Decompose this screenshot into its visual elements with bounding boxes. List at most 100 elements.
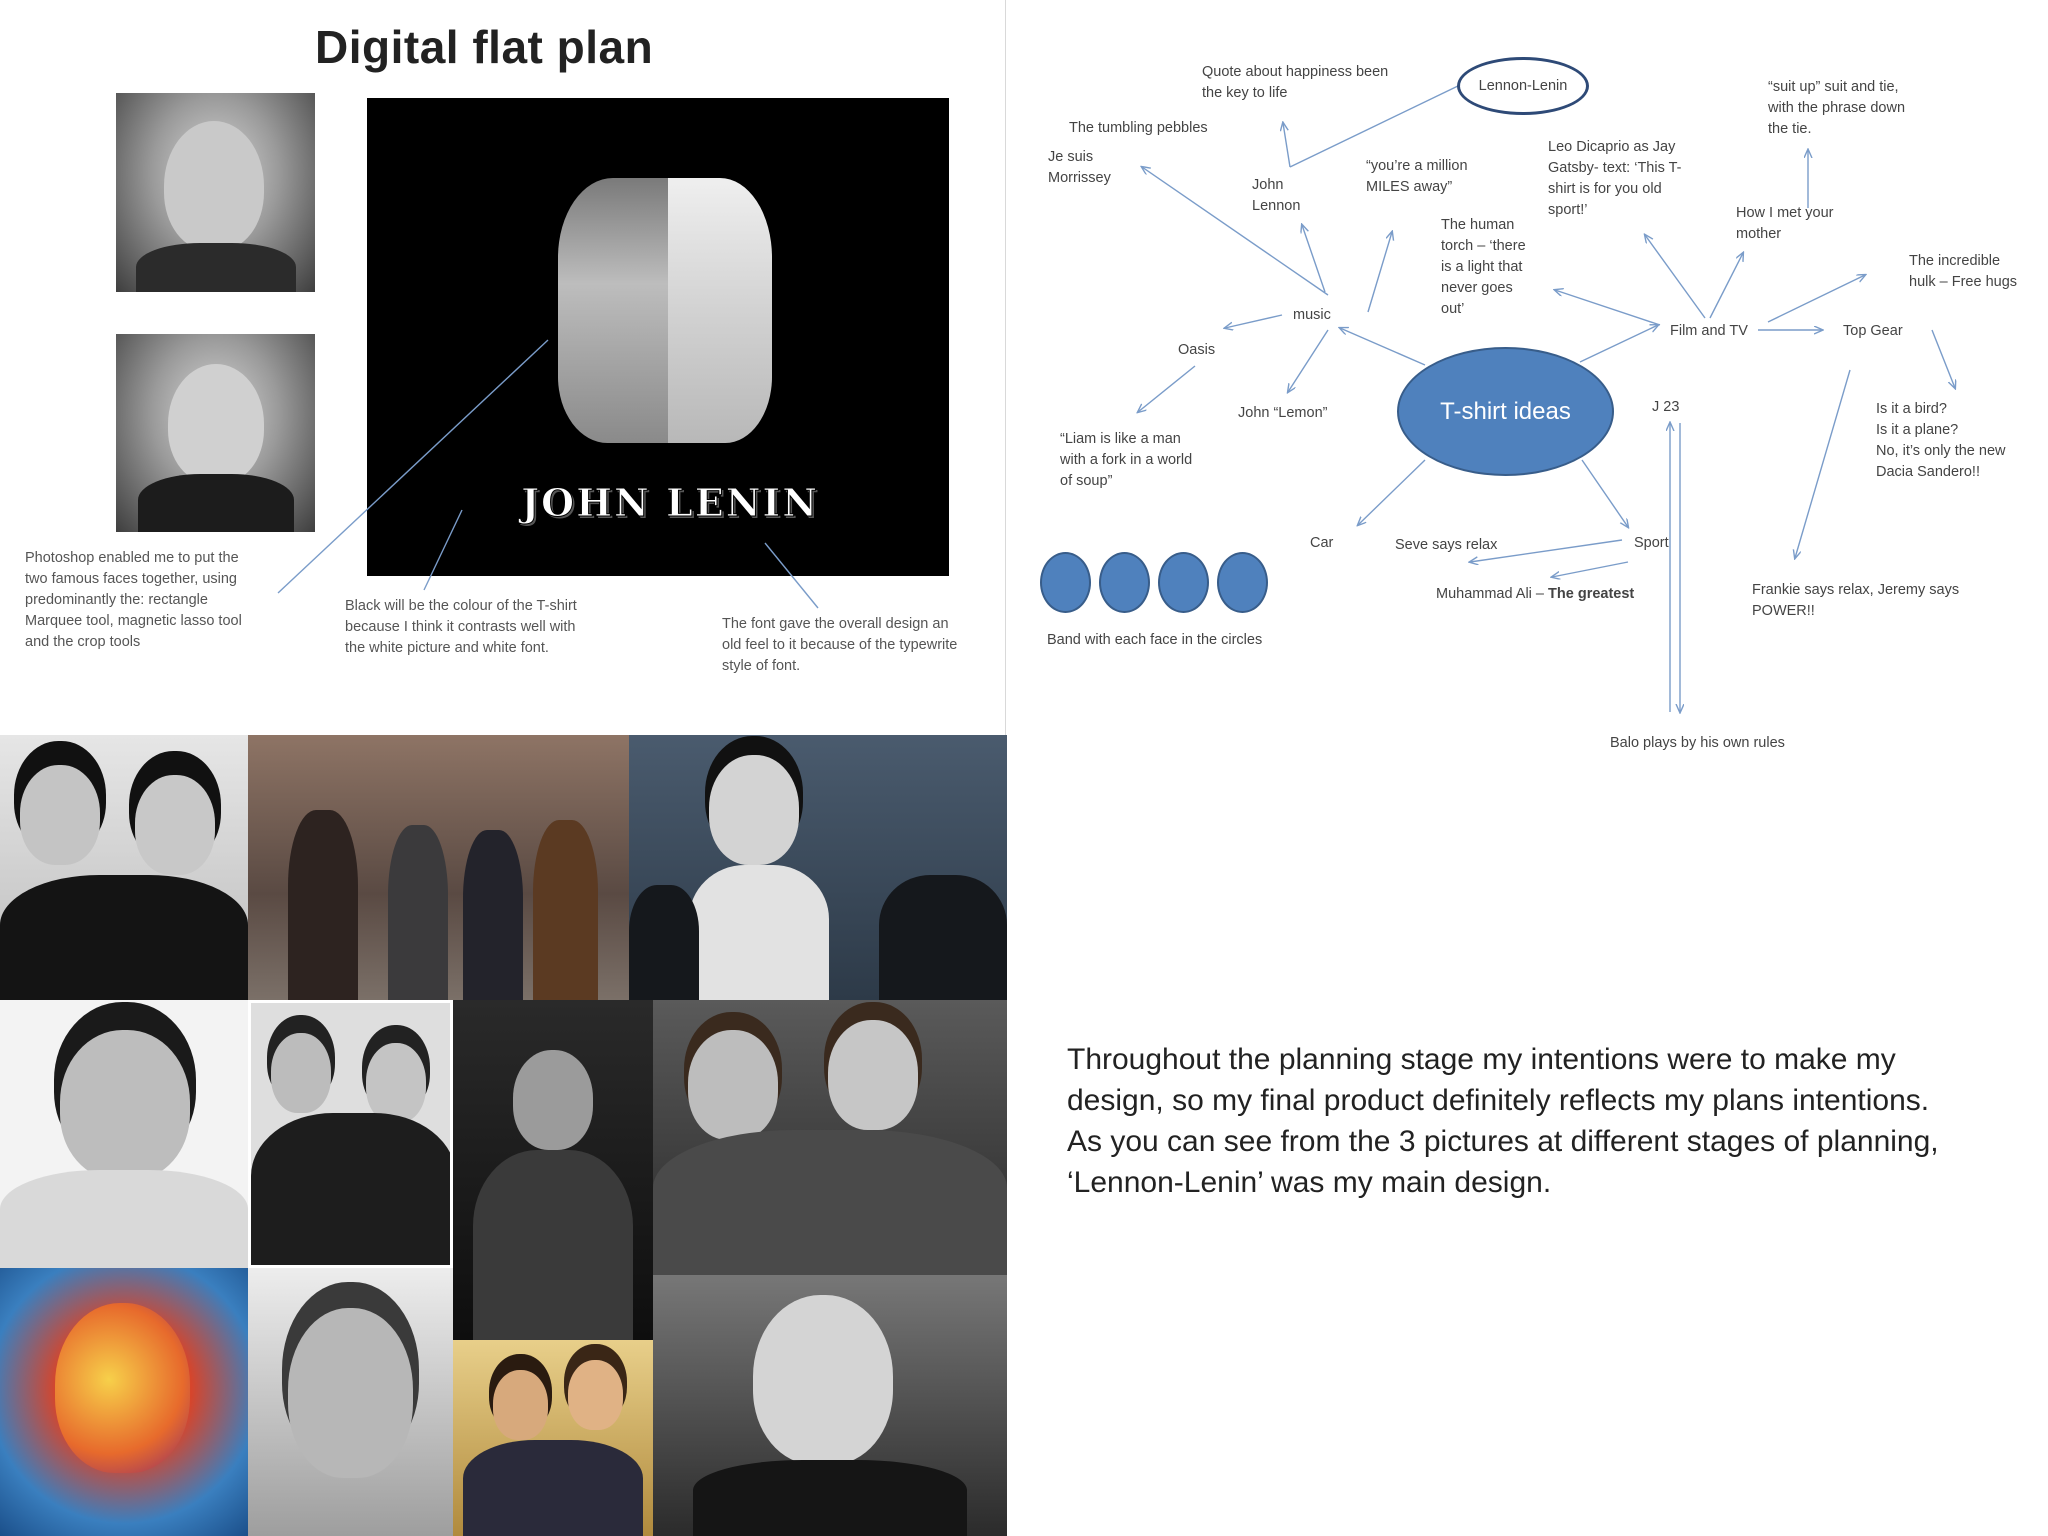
mindmap-node: The human torch – ‘there is a light that… — [1441, 215, 1526, 320]
mindmap-node: Seve says relax — [1395, 537, 1498, 553]
node-line: of soup” — [1060, 473, 1113, 489]
collage-photo — [453, 1000, 653, 1340]
node-line: The incredible — [1909, 253, 2001, 269]
node-text-bold: The greatest — [1548, 586, 1635, 602]
mindmap-node: Top Gear — [1843, 323, 1903, 339]
black-colour-note: Black will be the colour of the T-shirt … — [345, 596, 605, 659]
mindmap-arrow — [1645, 235, 1706, 319]
node-line: Morrissey — [1048, 170, 1111, 186]
note-line: and the crop tools — [25, 634, 141, 650]
mindmap-node: “Liam is like a man with a fork in a wor… — [1060, 429, 1192, 492]
collage-photo — [248, 1000, 453, 1268]
band-face-circle — [1158, 552, 1209, 613]
node-line: Is it a plane? — [1876, 422, 1959, 438]
mindmap-arrow — [1138, 365, 1196, 412]
lennon-portrait-photo — [116, 93, 315, 292]
lenin-half-face — [668, 178, 772, 443]
node-line: No, it’s only the new — [1876, 443, 2006, 459]
mindmap-arrow — [1767, 275, 1865, 323]
mindmap-node: “suit up” suit and tie, with the phrase … — [1768, 77, 1905, 140]
mindmap-arrow — [1795, 369, 1851, 558]
collage-photo — [653, 1275, 1007, 1536]
mindmap-arrow — [1358, 459, 1426, 525]
note-line: old feel to it because of the typewrite — [722, 637, 958, 653]
mindmap-node: The incredible hulk – Free hugs — [1909, 251, 2017, 293]
band-face-circle — [1040, 552, 1091, 613]
band-face-circle — [1217, 552, 1268, 613]
mindmap-arrow — [1367, 232, 1392, 313]
mindmap-node: Muhammad Ali – The greatest — [1436, 584, 1634, 605]
note-line: two famous faces together, using — [25, 571, 237, 587]
lenin-portrait-photo — [116, 334, 315, 532]
mindmap-node: John “Lemon” — [1238, 405, 1328, 421]
mindmap-arrow — [1225, 314, 1283, 328]
collage-photo — [248, 735, 629, 1000]
node-line: is a light that — [1441, 259, 1523, 275]
conclusion-paragraph: Throughout the planning stage my intenti… — [1067, 1039, 2017, 1203]
mindmap-arrow — [1709, 253, 1743, 319]
mindmap-arrow — [1142, 167, 1329, 296]
node-line: the key to life — [1202, 85, 1288, 101]
collage-photo — [453, 1340, 653, 1536]
mindmap-node: Je suis Morrissey — [1048, 147, 1111, 189]
photoshop-note: Photoshop enabled me to put the two famo… — [25, 548, 280, 653]
mindmap-line — [1289, 84, 1461, 168]
pointer-line — [764, 542, 819, 609]
node-line: Gatsby- text: ‘This T- — [1548, 160, 1682, 176]
node-line: with the phrase down — [1768, 100, 1906, 116]
note-line: The font gave the overall design an — [722, 616, 949, 632]
node-line: Leo Dicaprio as Jay — [1548, 139, 1676, 155]
node-line: out’ — [1441, 301, 1465, 317]
mindmap-arrow — [1579, 325, 1658, 363]
lennon-half-face — [558, 178, 668, 443]
node-line: Lennon — [1252, 198, 1301, 214]
mindmap-node: Band with each face in the circles — [1047, 632, 1263, 648]
mindmap-node: Is it a bird? Is it a plane? No, it’s on… — [1876, 399, 2006, 483]
lennon-lenin-oval: Lennon-Lenin — [1457, 57, 1589, 115]
mindmap-arrow — [1283, 123, 1291, 168]
node-line: MILES away” — [1366, 179, 1453, 195]
collage-photo — [0, 1268, 248, 1536]
collage-photo — [248, 1268, 453, 1536]
collage-photo — [629, 735, 1007, 1000]
node-line: How I met your — [1736, 205, 1834, 221]
note-line: Black will be the colour of the T-shirt — [345, 598, 577, 614]
note-line: because I think it contrasts well with — [345, 619, 576, 635]
node-line: sport!’ — [1548, 202, 1588, 218]
node-line: Is it a bird? — [1876, 401, 1947, 417]
note-line: style of font. — [722, 658, 801, 674]
conclusion-line: ‘Lennon-Lenin’ was my main design. — [1067, 1166, 1552, 1199]
collage-photo — [0, 1000, 248, 1268]
node-line: “you’re a million — [1366, 158, 1468, 174]
collage-photo — [0, 735, 248, 1000]
mindmap-center-node: T-shirt ideas — [1397, 347, 1614, 476]
mindmap-node: Balo plays by his own rules — [1610, 735, 1785, 751]
collage-photo — [653, 1000, 1007, 1275]
conclusion-line: Throughout the planning stage my intenti… — [1067, 1043, 1896, 1076]
mindmap-arrow — [1552, 561, 1629, 577]
conclusion-line: As you can see from the 3 pictures at di… — [1067, 1125, 1939, 1158]
mindmap-arrow — [1288, 329, 1329, 392]
tshirt-typewriter-text: JOHN LENIN — [521, 480, 819, 526]
mindmap-node: Leo Dicaprio as Jay Gatsby- text: ‘This … — [1548, 137, 1682, 221]
pointer-line — [423, 509, 463, 591]
mindmap-node: Frankie says relax, Jeremy says POWER!! — [1752, 580, 1959, 622]
mindmap-node: J 23 — [1652, 399, 1680, 415]
mindmap-node: “you’re a million MILES away” — [1366, 156, 1468, 198]
note-line: Marquee tool, magnetic lasso tool — [25, 613, 242, 629]
node-line: The human — [1441, 217, 1515, 233]
mindmap-arrow — [1581, 459, 1628, 527]
node-line: torch – ‘there — [1441, 238, 1526, 254]
node-line: POWER!! — [1752, 603, 1815, 619]
node-line: Frankie says relax, Jeremy says — [1752, 582, 1960, 598]
mindmap-arrow — [1555, 290, 1661, 326]
mindmap-arrow — [1340, 328, 1426, 366]
note-line: Photoshop enabled me to put the — [25, 550, 239, 566]
mindmap-node: music — [1293, 307, 1331, 323]
node-line: never goes — [1441, 280, 1513, 296]
note-line: the white picture and white font. — [345, 640, 549, 656]
node-line: Dacia Sandero!! — [1876, 464, 1980, 480]
mindmap-node: Oasis — [1178, 342, 1216, 358]
flat-plan-title: Digital flat plan — [315, 21, 654, 73]
